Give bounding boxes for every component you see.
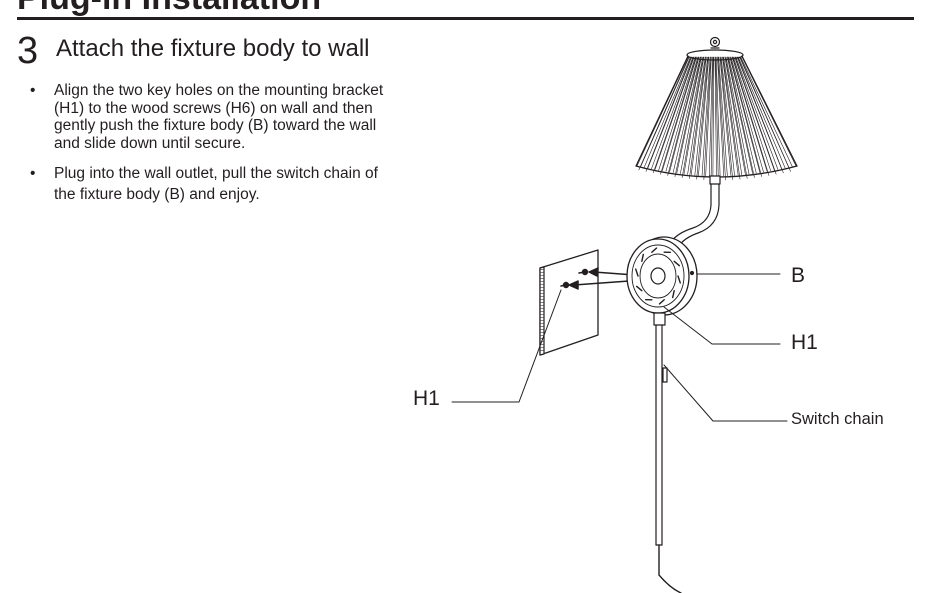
instruction-line: the fixture body (B) and enjoy. [54,186,260,203]
switch-chain-pull [662,367,668,383]
instruction-line: (H1) to the wood screws (H6) on wall and… [54,99,373,117]
callout-h1-right: H1 [791,331,818,354]
wood-screw [578,268,589,276]
step-number: 3 [17,30,39,72]
instruction-item: • Align the two key holes on the mountin… [30,82,455,152]
leader-line-switch-chain [663,364,788,422]
lamp-shade [635,36,798,181]
instruction-line: Align the two key holes on the mounting … [54,82,384,99]
callout-b: B [791,264,806,287]
title-rule [17,17,914,20]
leader-line-h1-right [663,306,781,345]
wall-plate [539,249,599,356]
bullet-icon: • [30,82,36,99]
fixture-body [626,236,698,316]
instruction-list: • Align the two key holes on the mountin… [30,82,455,216]
bullet-icon: • [30,165,36,182]
leader-lines [451,273,788,422]
callout-h1-left: H1 [413,387,440,410]
lamp-stem [653,312,682,593]
leader-line-h1-left [451,289,562,403]
instruction-line: gently push the fixture body (B) toward … [54,117,377,134]
instruction-item: • Plug into the wall outlet, pull the sw… [30,163,455,205]
lamp-arm [669,175,721,247]
step-heading: Attach the fixture body to wall [56,35,370,62]
instruction-line: Plug into the wall outlet, pull the swit… [54,165,378,182]
callout-switch-chain: Switch chain [791,410,884,428]
page-title: Plug-in Installation [17,0,321,18]
instruction-line: and slide down until secure. [54,134,246,152]
